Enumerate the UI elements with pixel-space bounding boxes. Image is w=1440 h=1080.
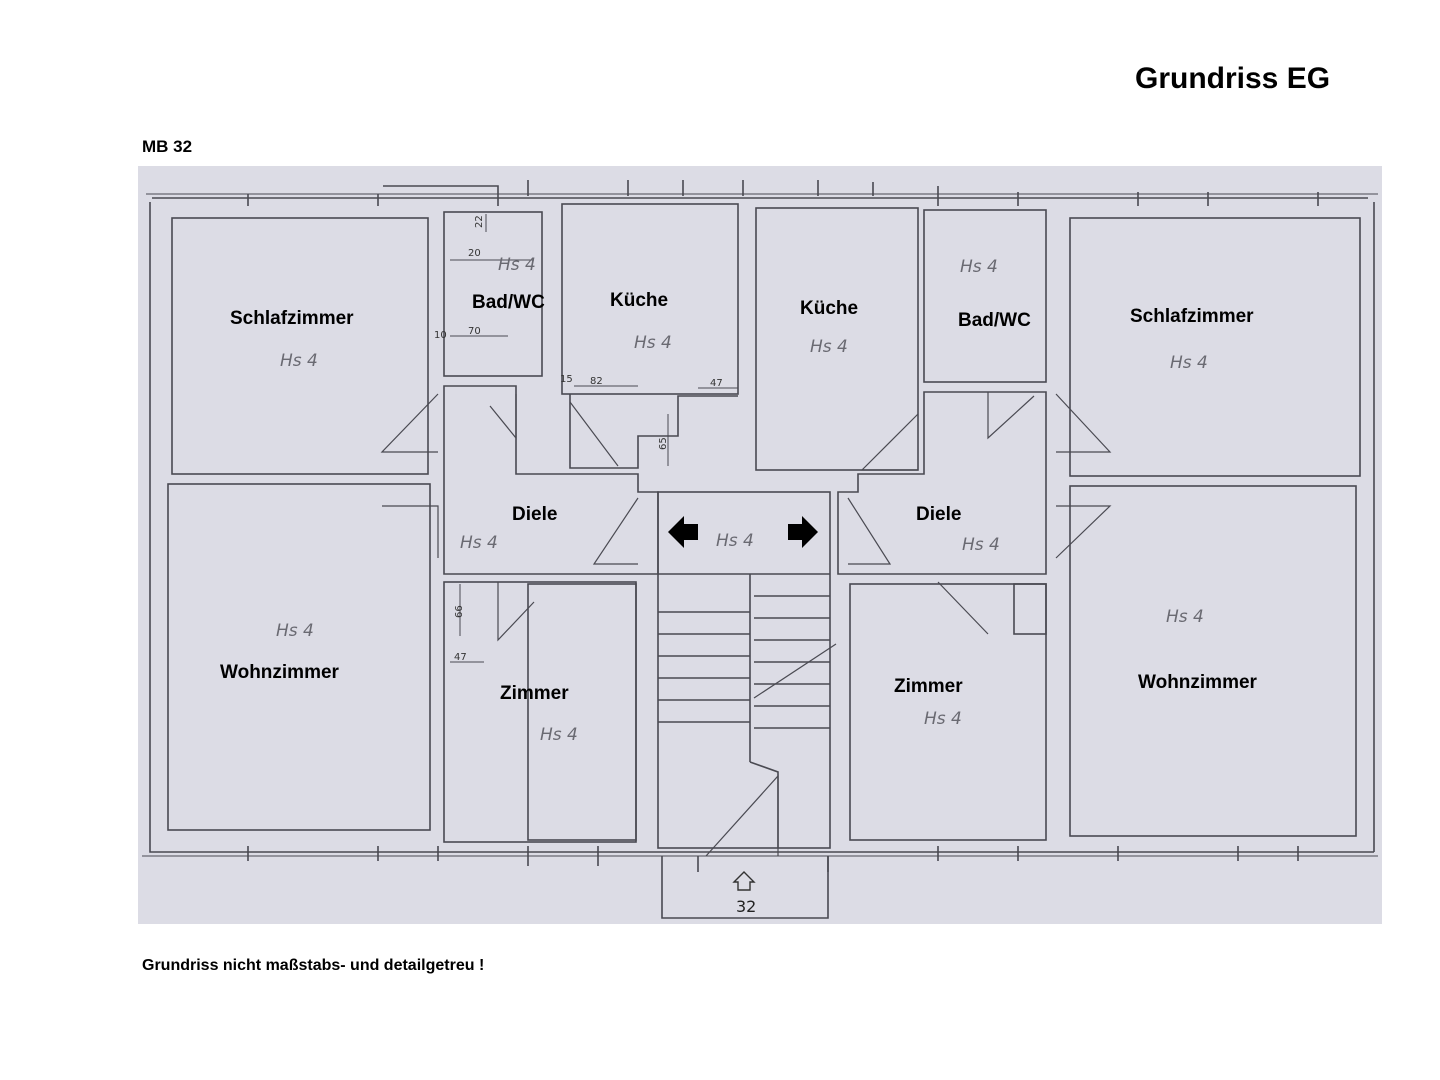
room-kueche-right: Küche — [800, 298, 858, 319]
hs-mark: Hs 4 — [540, 725, 578, 745]
house-number: 32 — [736, 897, 756, 916]
dimension-label: 10 — [434, 330, 447, 341]
room-zimmer-left: Zimmer — [500, 683, 569, 704]
dimension-label: 82 — [590, 376, 603, 387]
hs-mark: Hs 4 — [276, 621, 314, 641]
hs-mark: Hs 4 — [810, 337, 848, 357]
floor-plan: Schlafzimmer Bad/WC Küche Küche Bad/WC S… — [138, 166, 1382, 924]
hs-mark: Hs 4 — [960, 257, 998, 277]
dimension-label: 70 — [468, 326, 481, 337]
hs-mark: Hs 4 — [280, 351, 318, 371]
hs-mark: Hs 4 — [924, 709, 962, 729]
hs-mark: Hs 4 — [1170, 353, 1208, 373]
dimension-label: 47 — [454, 652, 467, 663]
hs-mark: Hs 4 — [634, 333, 672, 353]
dimension-label: 65 — [658, 437, 669, 450]
plan-paper — [138, 166, 1382, 924]
arrow-right-icon — [788, 516, 818, 548]
room-schlafzimmer-right: Schlafzimmer — [1130, 306, 1254, 327]
dimension-label: 15 — [560, 374, 573, 385]
dimension-label: 22 — [474, 215, 485, 228]
room-wohnzimmer-left: Wohnzimmer — [220, 662, 340, 683]
hs-mark: Hs 4 — [498, 255, 536, 275]
hs-mark: Hs 4 — [716, 531, 754, 551]
dimension-label: 66 — [454, 605, 465, 618]
room-kueche-left: Küche — [610, 290, 668, 311]
floor-plan-drawing: Schlafzimmer Bad/WC Küche Küche Bad/WC S… — [138, 166, 1382, 924]
dimension-label: 20 — [468, 248, 481, 259]
room-schlafzimmer-left: Schlafzimmer — [230, 308, 354, 329]
room-bad-left: Bad/WC — [472, 292, 545, 313]
room-bad-right: Bad/WC — [958, 310, 1031, 331]
room-diele-left: Diele — [512, 504, 557, 525]
room-diele-right: Diele — [916, 504, 961, 525]
footer-note: Grundriss nicht maßstabs- und detailgetr… — [142, 957, 485, 974]
walls — [142, 180, 1378, 919]
page-title: Grundriss EG — [1135, 62, 1331, 95]
dimension-label: 47 — [710, 378, 723, 389]
hs-mark: Hs 4 — [1166, 607, 1204, 627]
arrow-left-icon — [668, 516, 698, 548]
room-zimmer-right: Zimmer — [894, 676, 963, 697]
room-wohnzimmer-right: Wohnzimmer — [1138, 672, 1258, 693]
entrance-arrow-icon — [732, 871, 756, 891]
hs-mark: Hs 4 — [962, 535, 1000, 555]
hs-mark: Hs 4 — [460, 533, 498, 553]
building-label: MB 32 — [142, 137, 193, 156]
